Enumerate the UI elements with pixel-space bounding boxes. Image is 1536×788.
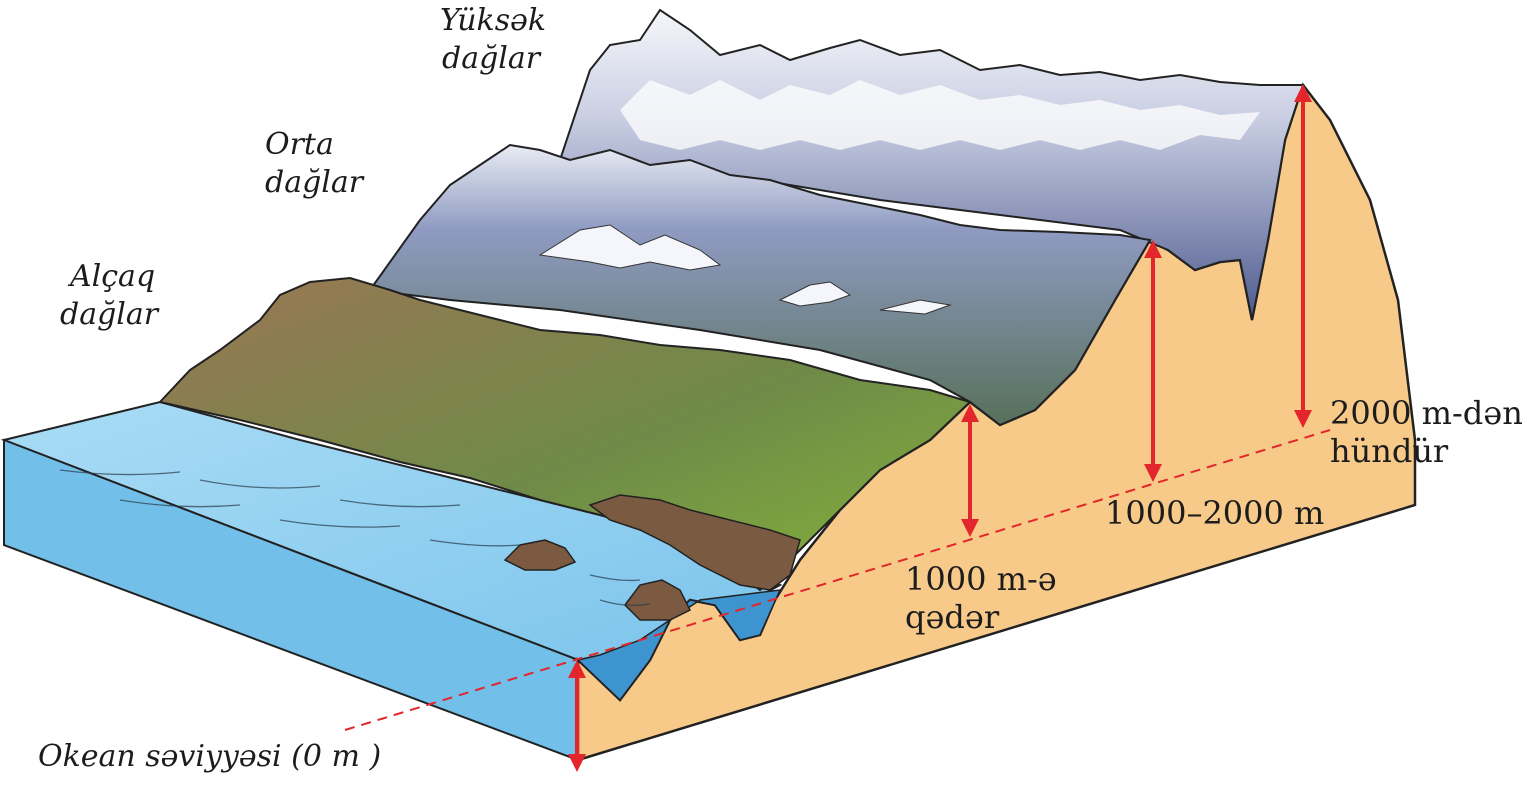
middle-mountains [368, 143, 1152, 427]
middle-mountains-label-line2: dağlar [265, 165, 364, 200]
sea-level-line [344, 429, 1331, 731]
height-above-2000-label: 2000 m-dən hündür [1330, 394, 1523, 470]
height-1000-2000-label: 1000–2000 m [1105, 494, 1325, 532]
low-mountains-label-line1: Alçaq [70, 259, 156, 294]
low-mountains-label: Alçaq dağlar [60, 258, 158, 334]
low-mountains [158, 276, 972, 592]
high-mountains-label: Yüksək dağlar [440, 2, 546, 78]
wave-lines [59, 469, 651, 606]
high-mountains-label-line2: dağlar [442, 41, 541, 76]
low-mountains-label-line2: dağlar [60, 297, 159, 332]
high-mountains-label-line1: Yüksək [440, 3, 547, 38]
height-up-to-1000-label: 1000 m-ə qədər [905, 560, 1057, 636]
middle-mountains-label-line1: Orta [265, 127, 334, 162]
height-arrow-low [961, 404, 979, 537]
coastal-cliffs [588, 494, 801, 591]
sea-rock-1 [503, 539, 577, 571]
height-arrow-high [1294, 84, 1312, 428]
height-up-to-1000-line1: 1000 m-ə [905, 560, 1057, 598]
middle-snow-caps [538, 224, 952, 315]
high-snow-streaks [620, 80, 1260, 150]
height-above-2000-line1: 2000 m-dən [1330, 394, 1523, 432]
height-arrow-middle [1144, 240, 1162, 482]
height-up-to-1000-line2: qədər [905, 598, 1000, 636]
sea-rock-2 [624, 579, 692, 621]
ocean-level-label: Okean səviyyəsi (0 m ) [38, 739, 382, 774]
height-arrow-ocean [568, 660, 586, 772]
middle-mountains-label: Orta dağlar [265, 126, 363, 202]
height-above-2000-line2: hündür [1330, 432, 1449, 470]
